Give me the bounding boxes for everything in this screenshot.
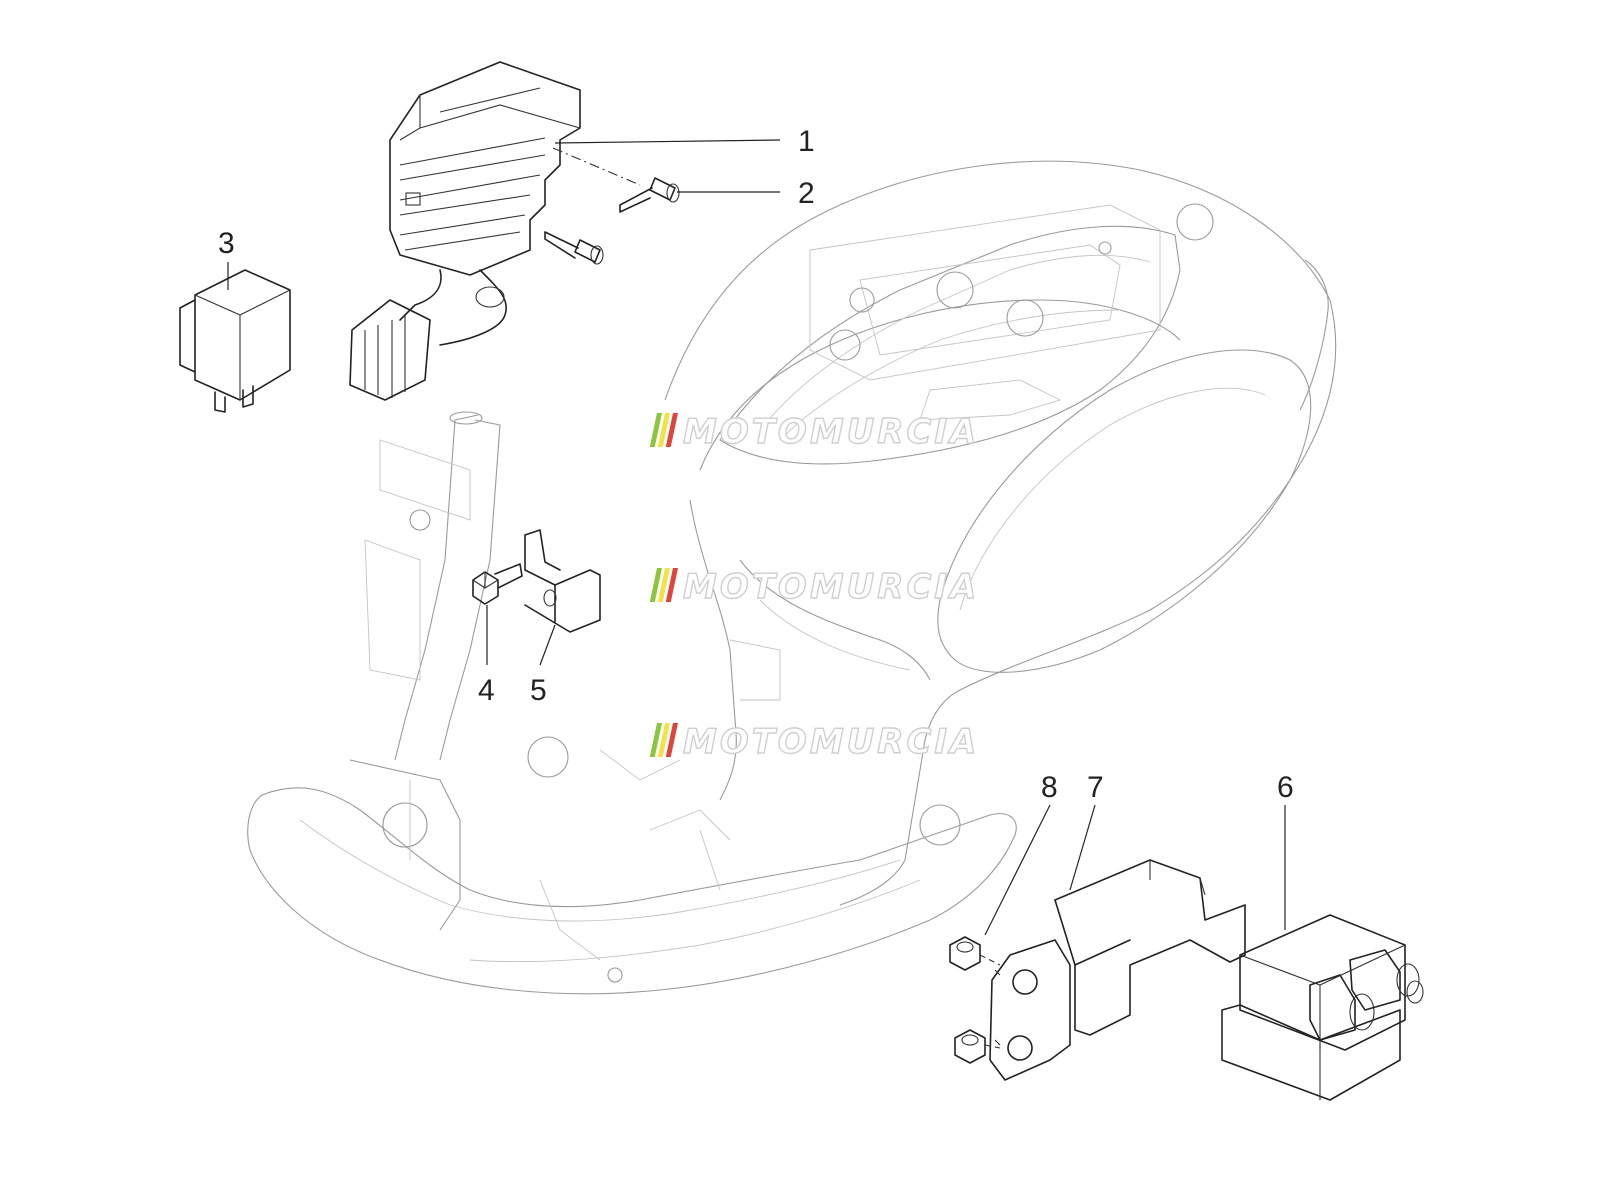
part-nut-8b: [954, 1029, 986, 1064]
callout-1: 1: [798, 125, 815, 158]
part-control-unit: [1221, 914, 1424, 1101]
callout-8: 8: [1041, 771, 1058, 804]
part-bracket-7: [989, 859, 1246, 1081]
callouts: 1 2 3 4 5 6 7 8: [218, 125, 1294, 804]
callout-6: 6: [1277, 771, 1294, 804]
leader-7: [1069, 804, 1096, 891]
part-bolt-4: [472, 563, 523, 605]
scooter-frame-body: [247, 160, 1337, 995]
watermark-text: MOTOMURCIA: [683, 412, 979, 452]
part-nut-8a: [949, 936, 981, 971]
part-bracket-5: [524, 529, 601, 633]
watermark-3: MOTOMURCIA: [649, 721, 979, 763]
part-bolt-2: [619, 177, 680, 213]
callout-5: 5: [530, 674, 547, 707]
callout-2: 2: [798, 177, 815, 210]
watermark-text: MOTOMURCIA: [683, 567, 979, 607]
callout-3: 3: [218, 227, 235, 260]
leader-1: [554, 139, 781, 144]
part-bolt-2b: [544, 231, 604, 265]
part-voltage-regulator: [349, 61, 641, 401]
callout-4: 4: [478, 674, 495, 707]
callout-7: 7: [1087, 771, 1104, 804]
part-relay: [179, 269, 291, 413]
watermark-2: MOTOMURCIA: [649, 566, 979, 608]
leader-8: [984, 804, 1051, 936]
watermark-1: MOTOMURCIA: [649, 411, 979, 453]
watermark-text: MOTOMURCIA: [683, 722, 979, 762]
leader-5: [539, 624, 556, 666]
leader-lines: [227, 139, 1286, 936]
